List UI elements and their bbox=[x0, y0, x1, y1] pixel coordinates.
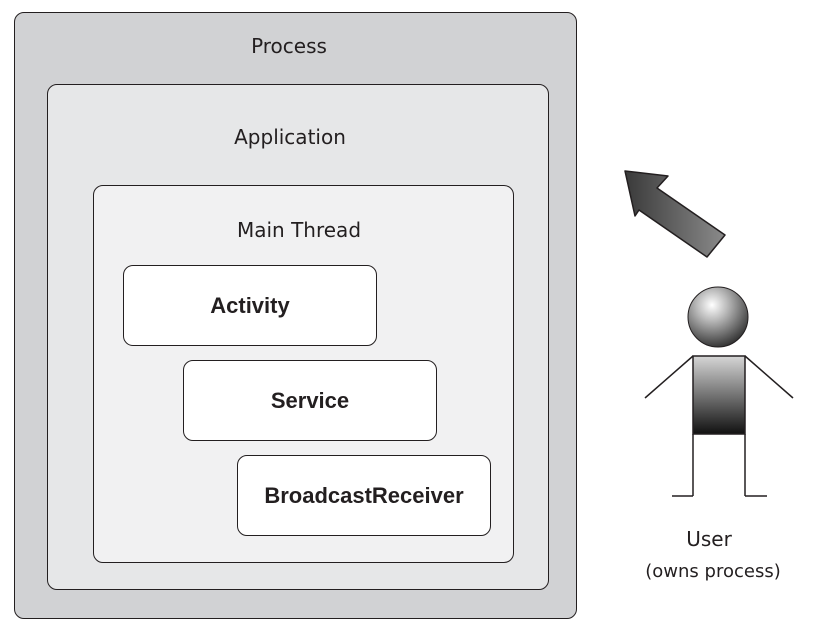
main-thread-label: Main Thread bbox=[236, 218, 362, 242]
user-figure-icon bbox=[644, 286, 794, 497]
user-label: User bbox=[686, 527, 732, 551]
process-label: Process bbox=[251, 34, 327, 58]
user-sublabel: (owns process) bbox=[645, 561, 781, 582]
broadcast-receiver-box: BroadcastReceiver bbox=[237, 455, 491, 536]
service-box: Service bbox=[183, 360, 437, 441]
activity-box: Activity bbox=[123, 265, 377, 346]
arrow-icon bbox=[624, 170, 726, 258]
application-label: Application bbox=[234, 125, 346, 149]
